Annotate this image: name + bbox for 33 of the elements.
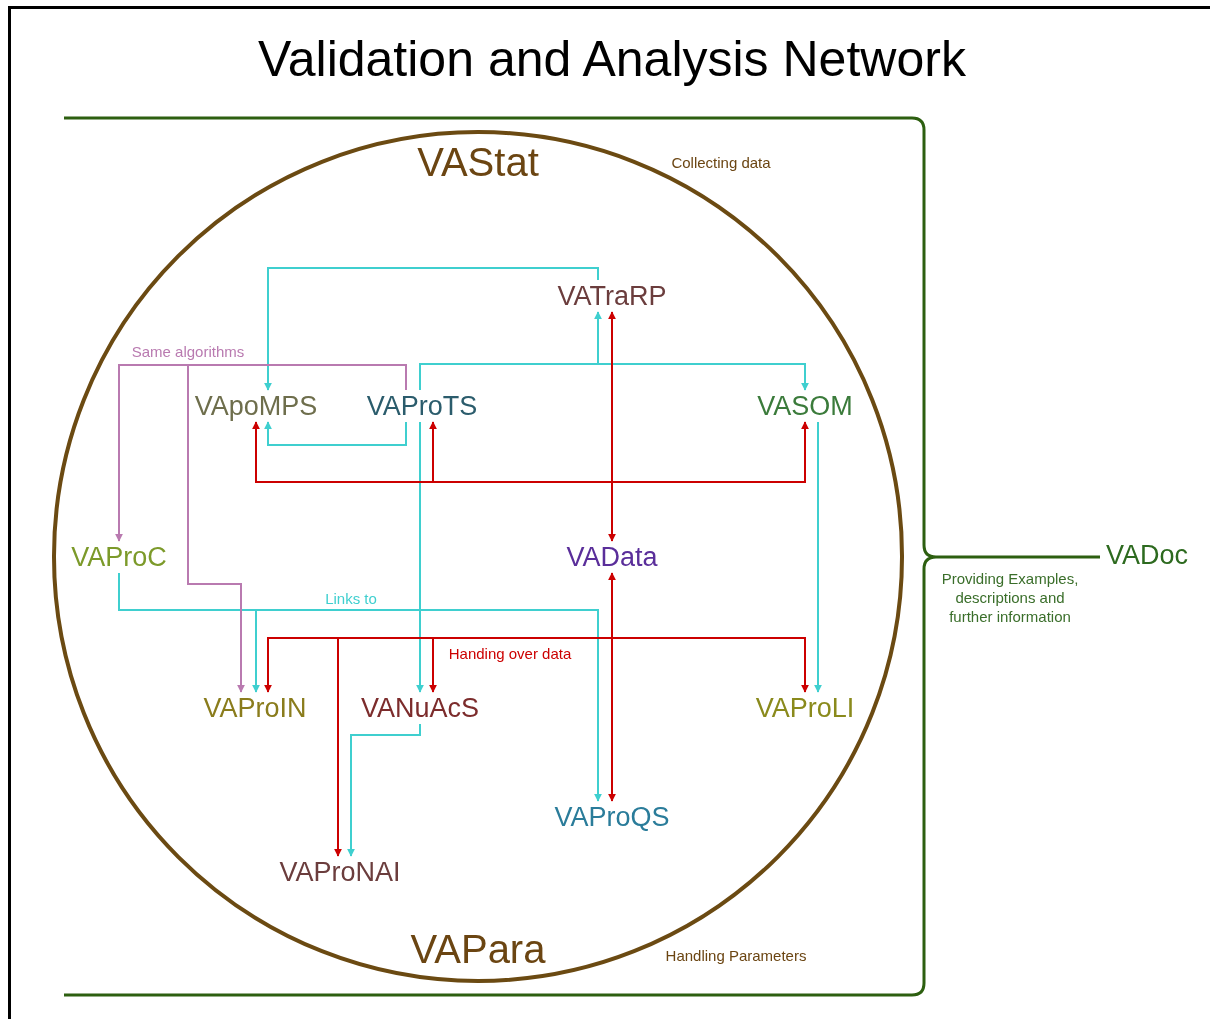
title: Validation and Analysis Network — [257, 34, 967, 84]
node-label: VAProLI — [755, 694, 855, 722]
arrow — [608, 311, 616, 542]
arrow — [419, 363, 809, 391]
arrow — [416, 421, 424, 693]
circle-heading: VAPara — [410, 929, 546, 969]
edge-label: Handing over data — [446, 645, 574, 661]
arrow — [814, 421, 822, 693]
node-label: VASOM — [757, 392, 853, 420]
arrow — [118, 572, 602, 802]
arrow — [608, 572, 616, 802]
brace-label: VADoc — [1106, 542, 1189, 569]
circle-heading: VAStat — [417, 142, 539, 182]
arrow — [611, 421, 809, 542]
arrow — [347, 723, 421, 857]
node-label: VAProIN — [203, 694, 307, 722]
node-label: VApoMPS — [194, 392, 318, 420]
arrow — [264, 421, 407, 446]
node-label: VAProC — [71, 543, 167, 571]
node-caption: Handling Parameters — [665, 947, 807, 963]
arrow — [611, 572, 809, 693]
edge-label: Same algorithms — [129, 343, 247, 359]
node-label: VANuAcS — [360, 694, 479, 722]
edge-label: Links to — [323, 590, 379, 606]
node-caption: Collecting data — [671, 154, 771, 170]
arrow — [264, 267, 599, 391]
node-label: VAProNAI — [279, 858, 401, 886]
arrow — [187, 364, 407, 693]
node-label: VAProQS — [554, 803, 670, 831]
node-label: VAData — [566, 543, 658, 571]
node-label: VAProTS — [366, 392, 478, 420]
node-label: VATraRP — [557, 282, 667, 310]
brace-note: Providing Examples, descriptions and further information — [940, 569, 1080, 626]
